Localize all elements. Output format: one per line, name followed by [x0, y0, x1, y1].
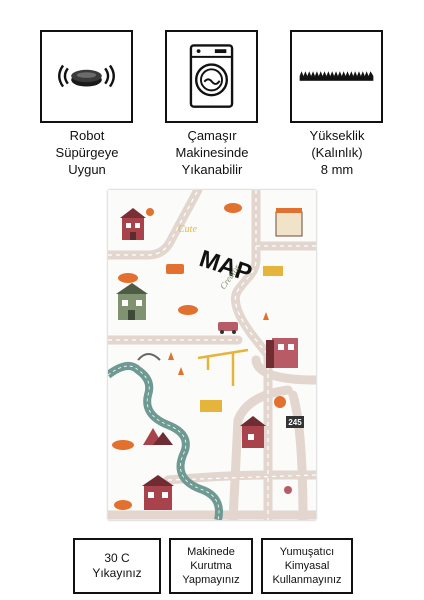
pile-height-label: Yükseklik (Kalınlık) 8 mm: [309, 128, 365, 177]
robot-vacuum-box: [40, 30, 133, 123]
rug-bus-stop-sign: [286, 416, 304, 428]
house-bottom: [142, 475, 174, 510]
rug-trees: [112, 203, 292, 510]
road-markings: [108, 190, 316, 520]
wash-30-box: 30 C Yıkayınız: [73, 538, 161, 594]
house-top-left: [120, 208, 146, 240]
rug-mountains: [143, 428, 173, 445]
washing-machine-icon: [189, 44, 234, 108]
rug-image: Cute MAP Creator 245: [108, 190, 316, 520]
rug-traffic-cones: [168, 312, 269, 375]
rug-car: [218, 322, 238, 331]
city-map-rug-illustration: Cute MAP Creator 245: [108, 190, 316, 520]
pile-height-icon: [299, 71, 374, 81]
rug-bus-stop-number: 245: [288, 418, 302, 427]
rug-truck: [263, 266, 283, 276]
washing-machine-label: Çamaşır Makinesinde Yıkanabilir: [175, 128, 249, 177]
pile-height-box: [290, 30, 383, 123]
no-chemical-box: Yumuşatıcı Kimyasal Kullanmayınız: [261, 538, 353, 594]
robot-vacuum-label: Robot Süpürgeye Uygun: [55, 128, 119, 177]
rug-crane: [197, 348, 249, 386]
rug-script-top: Cute: [178, 224, 197, 235]
rug-digger: [200, 400, 222, 412]
no-tumble-dry-box: Makinede Kurutma Yapmayınız: [169, 538, 253, 594]
house-lower-right: [240, 416, 266, 448]
rug-bus: [166, 264, 184, 274]
house-pink-right: [266, 338, 298, 368]
washing-machine-box: [165, 30, 258, 123]
house-shop-right: [275, 208, 303, 237]
robot-vacuum-icon: [58, 64, 115, 88]
house-green: [116, 283, 148, 320]
